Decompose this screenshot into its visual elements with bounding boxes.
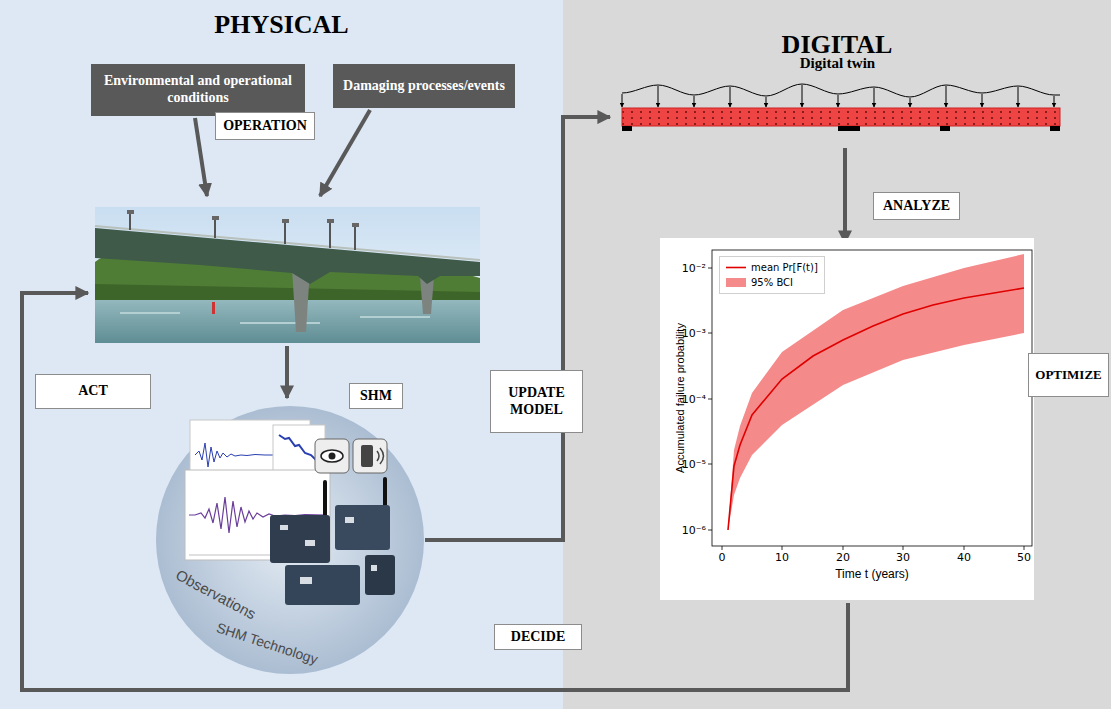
panel-region: DIGITAL Digital twinANALYZEOPTIMIZE [563,0,1111,709]
condition-box: Damaging processes/events [333,64,515,108]
legend-swatch [726,278,746,287]
shm-circle: ObservationsSHM Technology [155,405,425,675]
tick-label: 10⁻⁶ [682,524,706,537]
step-label-box: SHM [349,383,403,409]
step-label-box: UPDATE MODEL [490,370,583,433]
model-heading: Digital twin [610,55,1065,72]
condition-box: Environmental and operational conditions [91,64,305,116]
step-label: DECIDE [511,629,565,646]
step-label-box: OPTIMIZE [1028,353,1109,397]
legend-line-sample [726,263,746,272]
panel-region: PHYSICAL Environmental and operational co… [0,0,563,709]
tick-label: 30 [896,551,910,564]
axis-title: Time t (years) [835,567,909,581]
digital-twin-model: Digital twin [610,55,1065,145]
tick-label: 20 [836,551,850,564]
tick-label: 40 [957,551,971,564]
failure-probability-chart [660,238,1034,600]
step-label-box: ANALYZE [873,192,960,220]
shm-illustration [155,405,425,675]
condition-text: Damaging processes/events [343,78,505,95]
step-label: OPERATION [223,118,307,135]
legend-text: mean Pr[F(t)] [751,262,818,273]
step-label: UPDATE MODEL [491,385,582,419]
legend-box: mean Pr[F(t)] 95% BCI [719,256,825,294]
legend-row: mean Pr[F(t)] [726,260,818,275]
step-label: OPTIMIZE [1035,367,1101,383]
step-label: SHM [360,388,392,405]
tick-label: 10 [775,551,789,564]
tick-label: 10⁻² [682,262,706,275]
physical-ground [0,0,563,709]
digital-ground [563,0,1111,709]
legend-text: 95% BCI [751,277,793,288]
connector-arrow [425,117,610,540]
bridge-photo [95,207,480,343]
step-label: ANALYZE [883,198,950,215]
condition-text: Environmental and operational conditions [91,73,305,107]
legend-row: 95% BCI [726,275,818,290]
panel-title: PHYSICAL [0,10,563,40]
axis-title: Accumulated failure probability [674,323,686,473]
step-label-box: OPERATION [215,112,315,140]
step-label: ACT [78,383,108,400]
tick-label: 50 [1017,551,1031,564]
step-label-box: DECIDE [494,624,582,650]
tick-label: 0 [719,551,726,564]
step-label-box: ACT [35,374,151,409]
